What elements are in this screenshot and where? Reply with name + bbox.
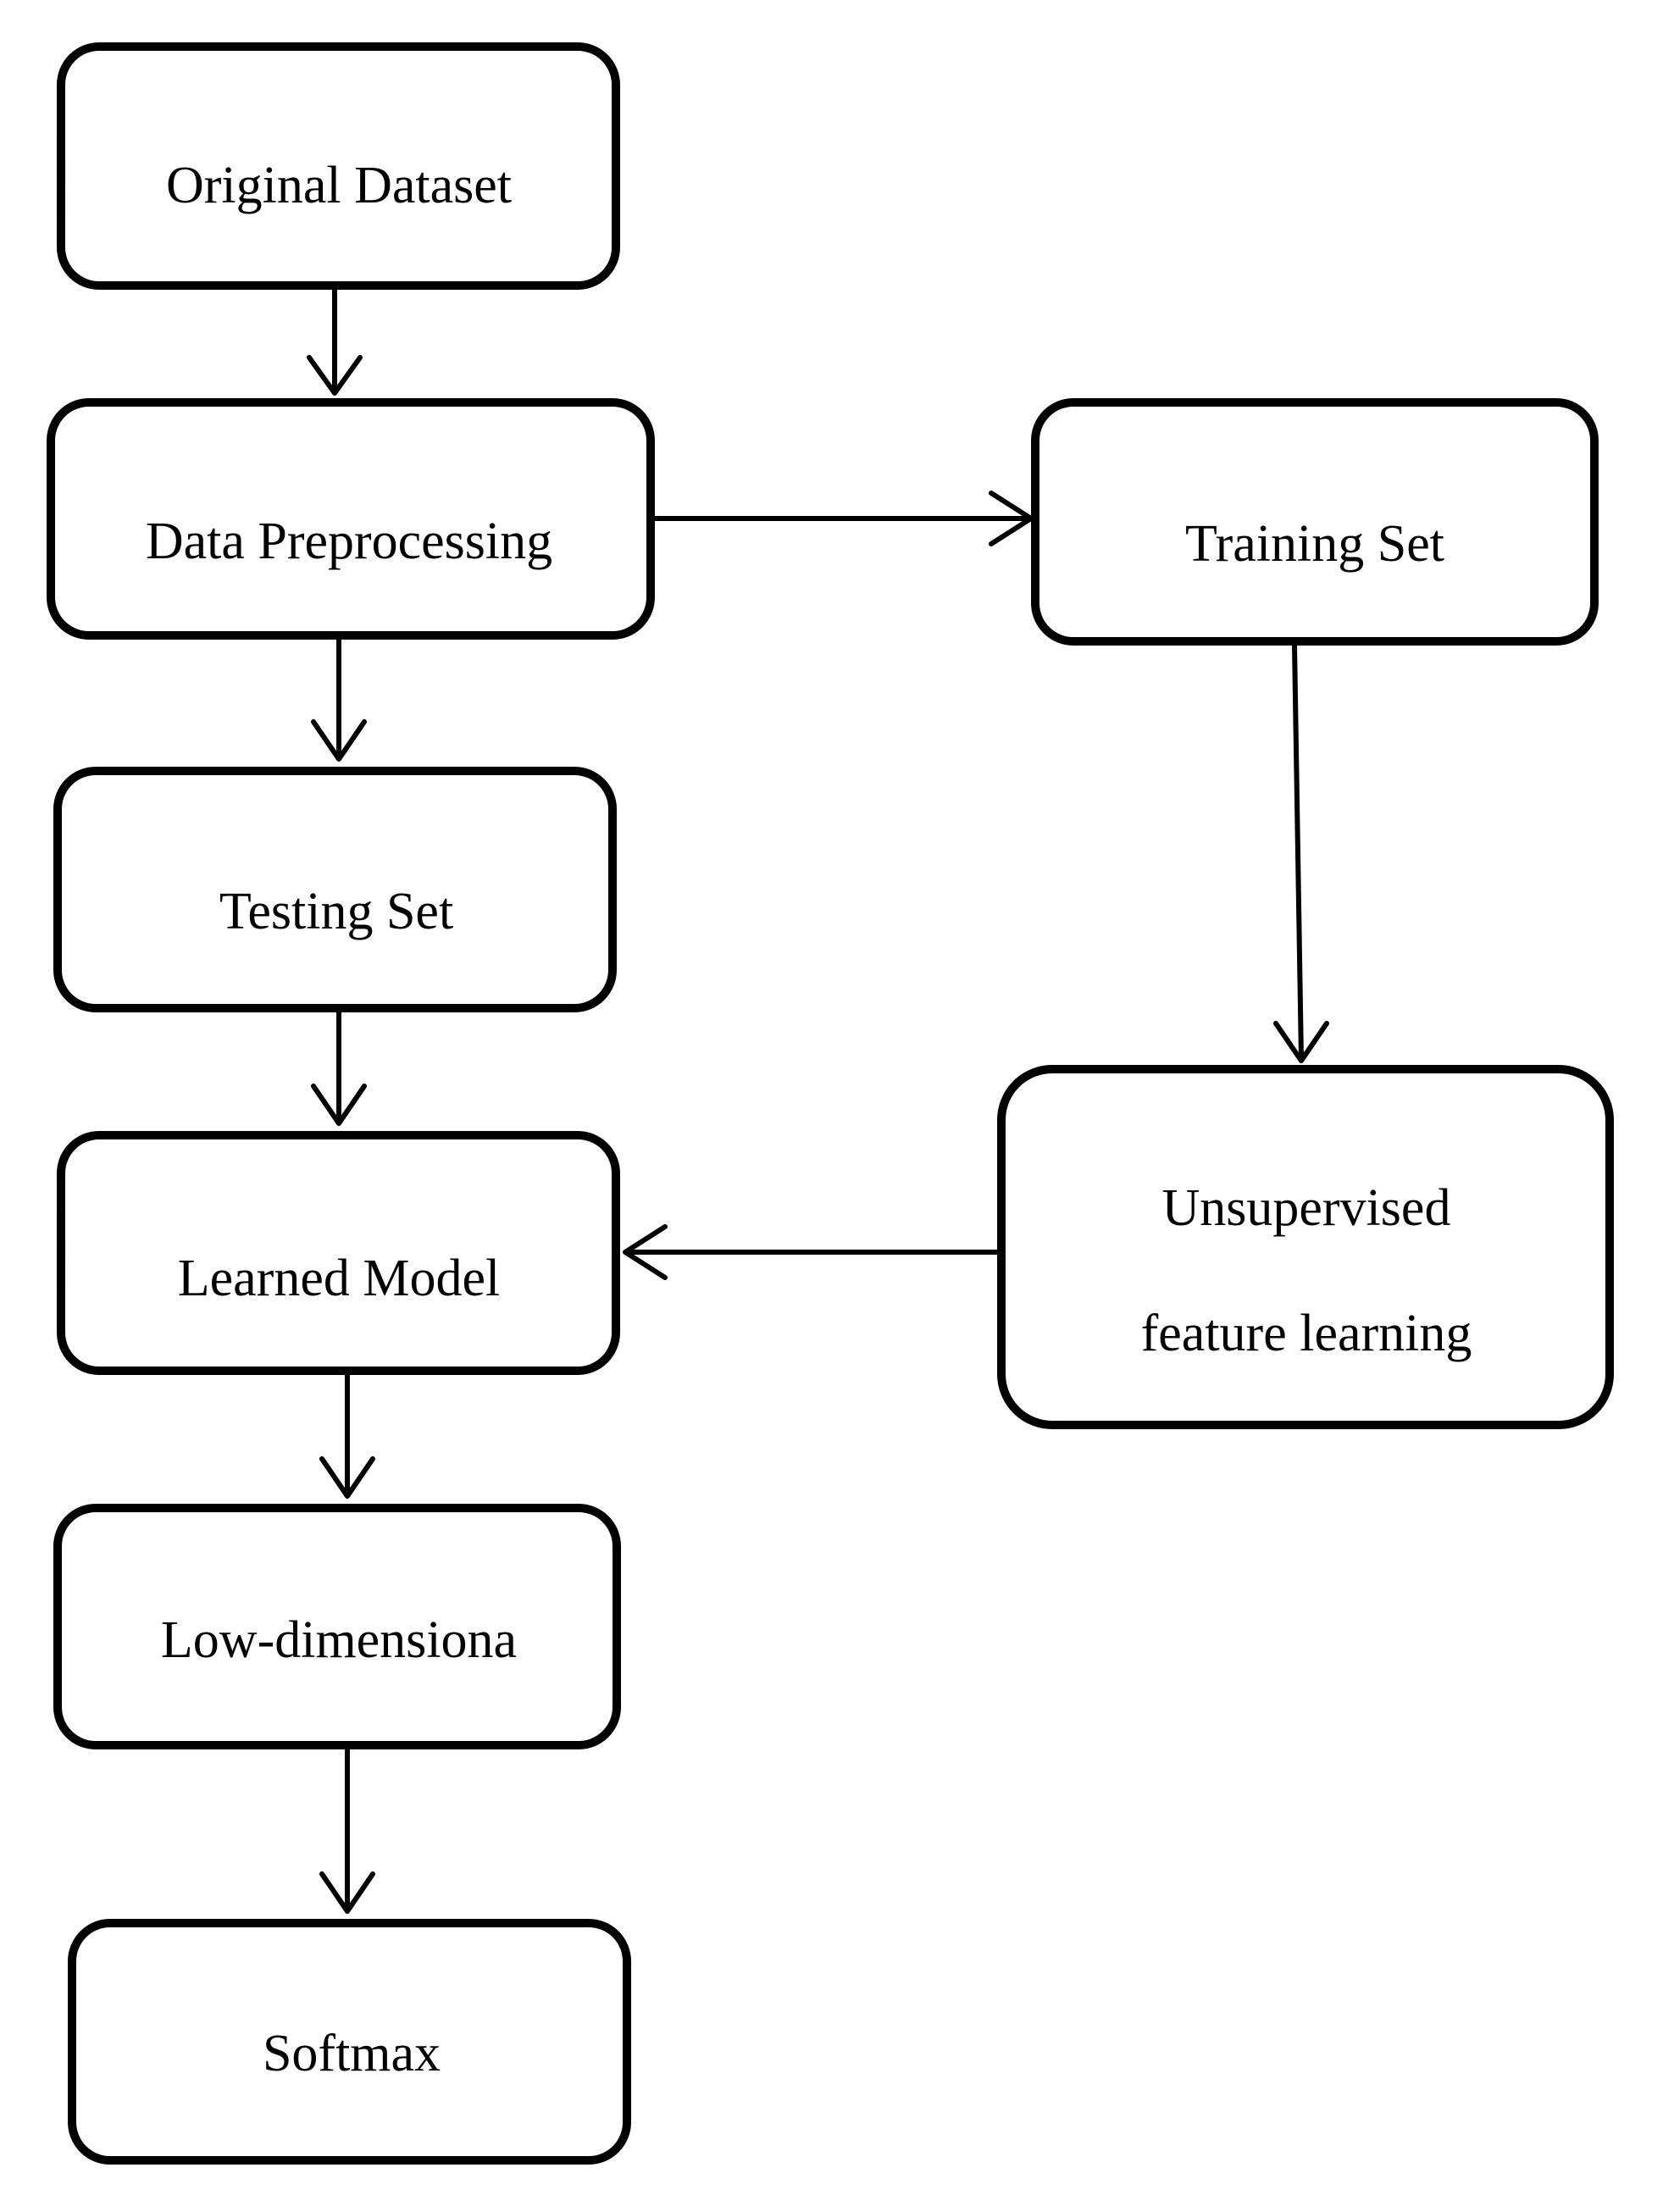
edge-learned-to-lowdim (319, 1372, 375, 1499)
node-label-line2: feature learning (1141, 1305, 1472, 1362)
edge-testing-to-learned (311, 1010, 367, 1126)
node-label: Low-dimensiona (161, 1611, 517, 1669)
node-low-dimensiona: Low-dimensiona (53, 1504, 621, 1749)
edges (307, 286, 1329, 1914)
node-softmax: Softmax (68, 1919, 631, 2165)
edge-lowdim-to-softmax (319, 1747, 375, 1914)
node-unsupervised-feature-learning: Unsupervised feature learning (997, 1065, 1614, 1429)
node-label: Training Set (1185, 515, 1444, 573)
node-testing-set: Testing Set (53, 767, 617, 1012)
node-data-preprocessing: Data Preprocessing (47, 398, 655, 640)
node-original-dataset: Original Dataset (57, 42, 620, 290)
node-learned-model: Learned Model (57, 1131, 620, 1375)
edge-original-to-preprocessing (307, 286, 363, 396)
node-label: Data Preprocessing (146, 513, 552, 570)
edge-preprocessing-to-training (651, 491, 1034, 546)
edge-training-to-unsupervised (1273, 643, 1329, 1063)
edge-unsupervised-to-learned (623, 1224, 1001, 1280)
edge-preprocessing-to-testing (311, 637, 367, 762)
node-label: Softmax (263, 2025, 441, 2082)
node-training-set: Training Set (1031, 398, 1599, 646)
node-label-line1: Unsupervised (1162, 1179, 1451, 1237)
node-label: Learned Model (178, 1250, 500, 1307)
node-label: Testing Set (219, 883, 453, 940)
node-label: Original Dataset (166, 157, 512, 214)
